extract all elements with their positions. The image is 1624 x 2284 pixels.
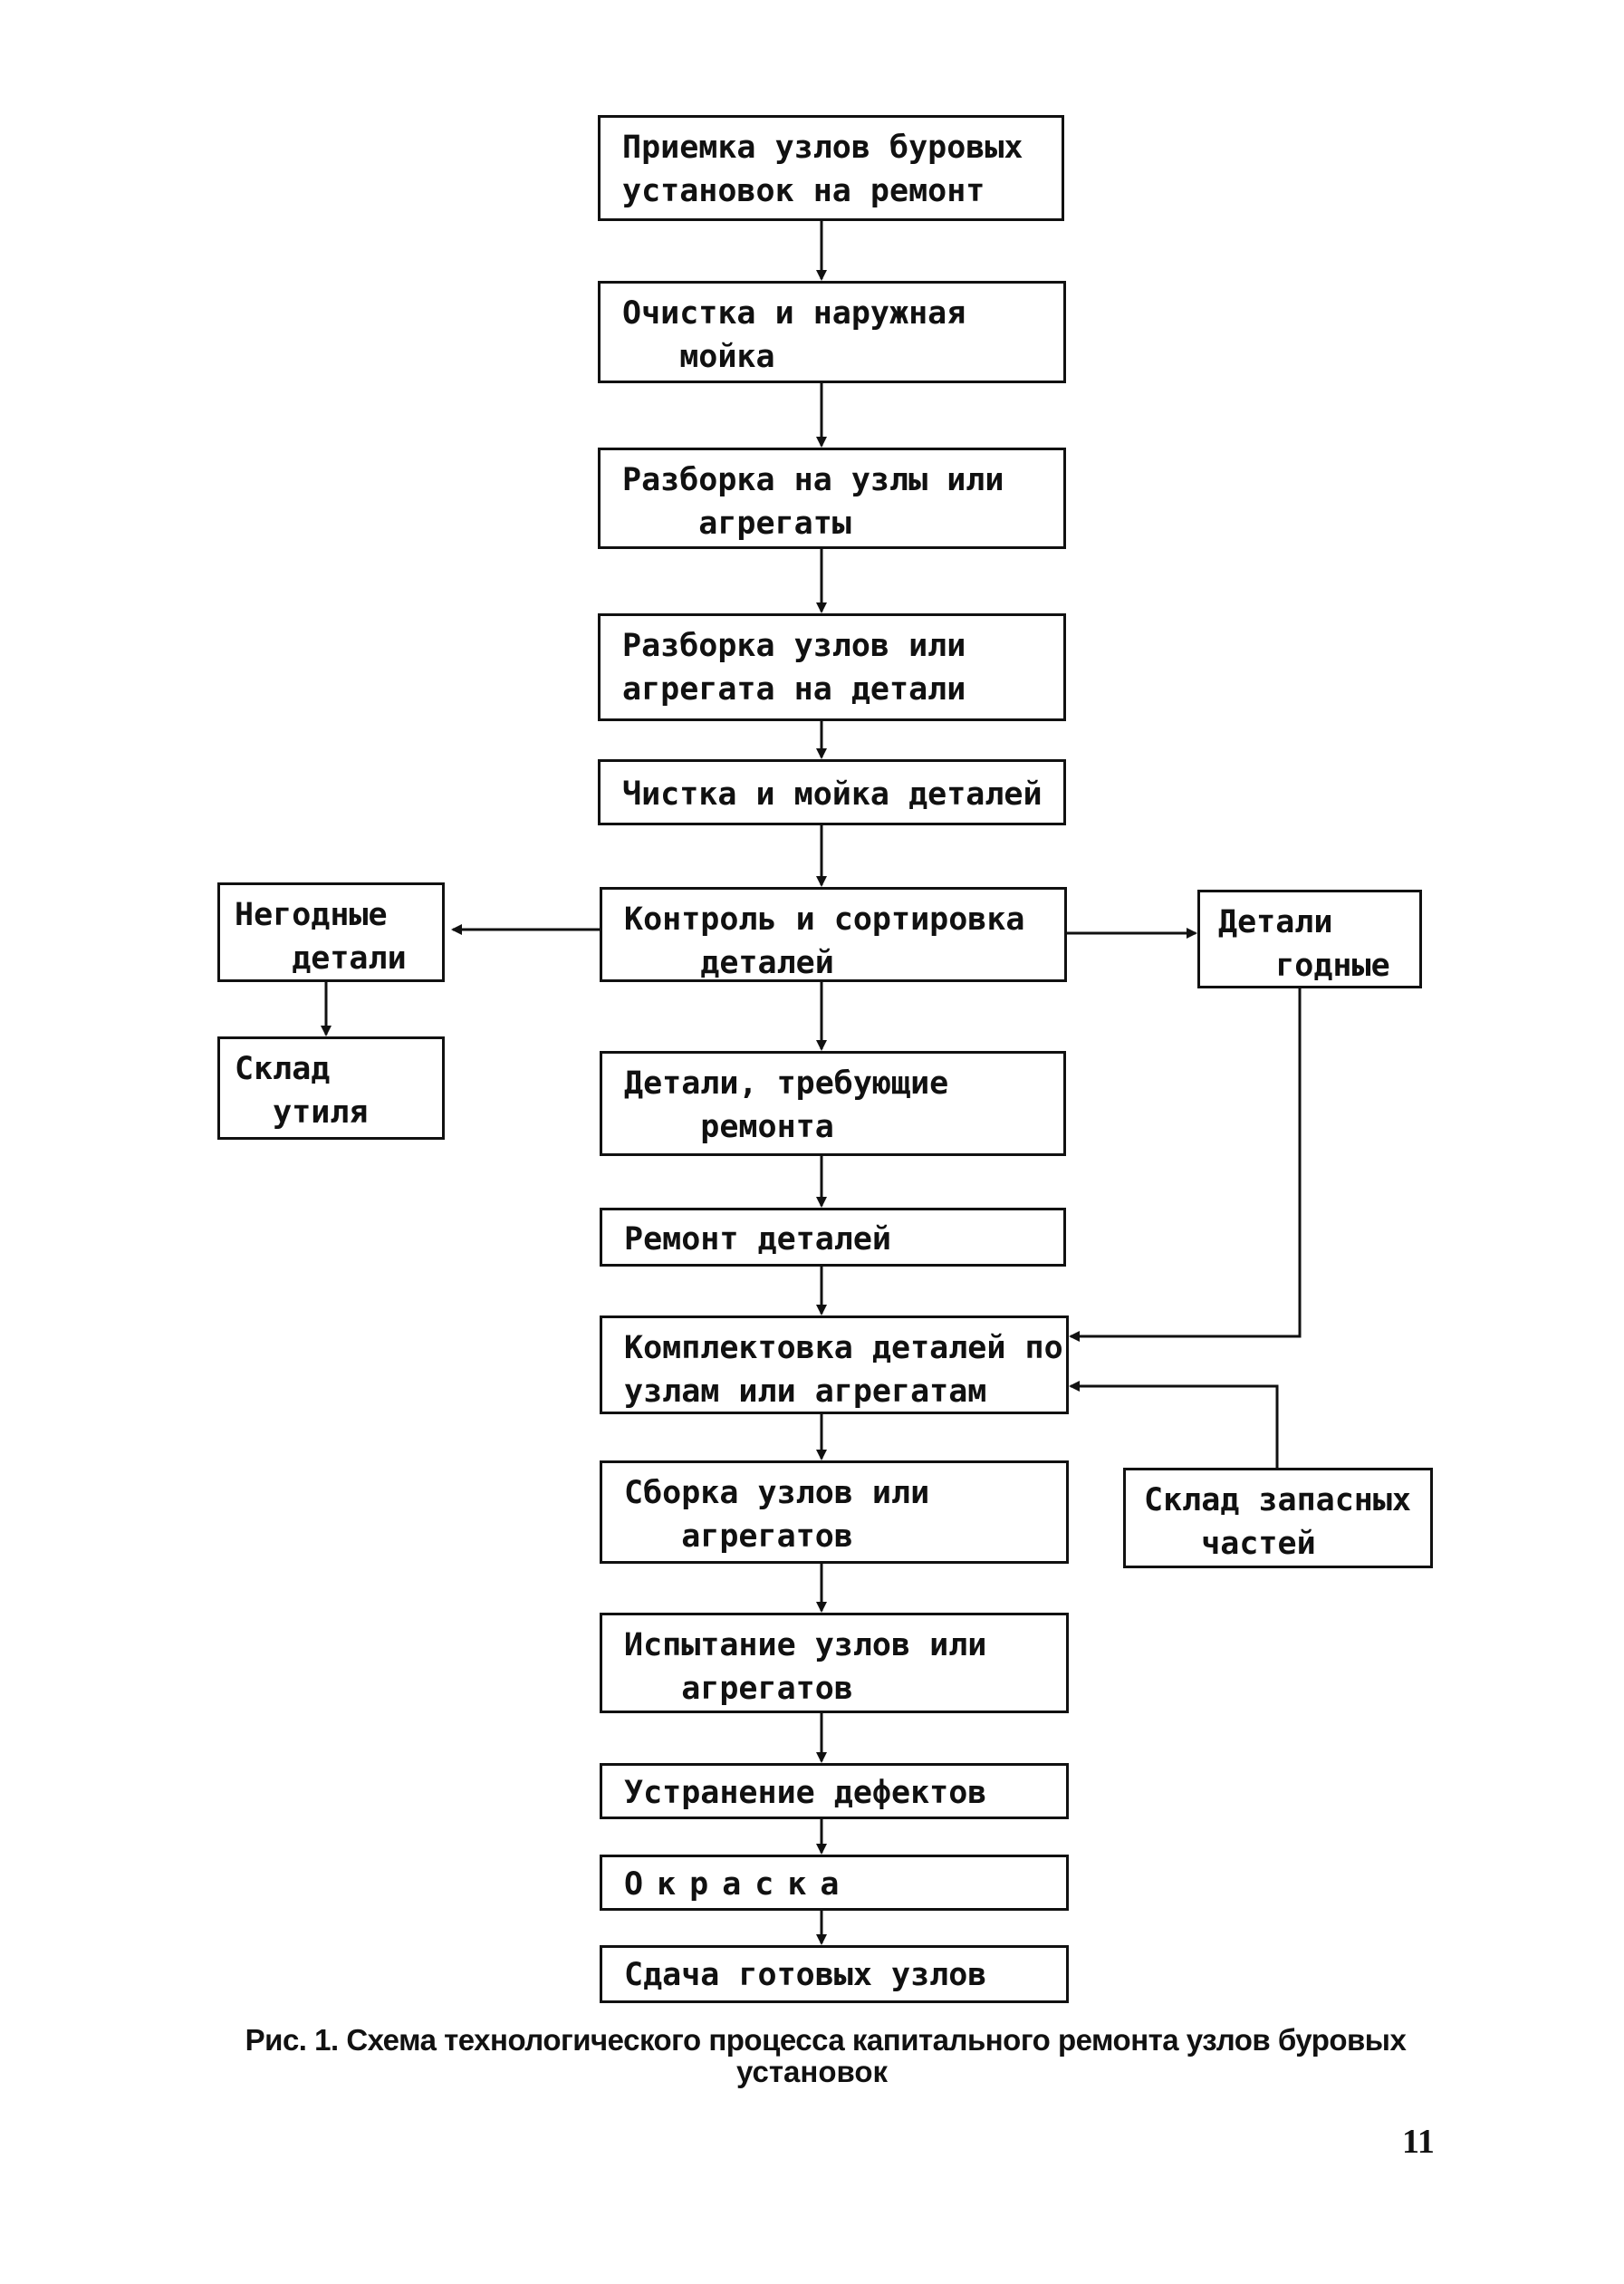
node-spare-parts-store-line-2: частей	[1144, 1526, 1316, 1562]
node-inspection: Контроль и сортировка деталей	[600, 887, 1067, 982]
node-parts-need-repair-line-1: Детали, требующие	[624, 1065, 949, 1102]
node-inspection-line-2: деталей	[624, 945, 834, 981]
node-parts-repair-label: Ремонт деталей	[624, 1221, 892, 1258]
node-disassembly-units-line-2: агрегаты	[622, 506, 851, 542]
node-spare-parts-store: Склад запасных частей	[1123, 1468, 1433, 1568]
node-good-parts: Детали годные	[1197, 890, 1422, 988]
node-acceptance-line-2: установок на ремонт	[622, 173, 985, 209]
node-rejected-parts-line-2: детали	[235, 940, 407, 977]
node-parts-need-repair: Детали, требующие ремонта	[600, 1051, 1066, 1156]
node-parts-need-repair-line-2: ремонта	[624, 1109, 834, 1145]
node-disassembly-units: Разборка на узлы или агрегаты	[598, 448, 1066, 549]
figure-caption-line-1: Рис. 1. Схема технологического процесса …	[245, 2023, 1407, 2057]
node-parts-washing: Чистка и мойка деталей	[598, 759, 1066, 825]
node-defect-fixing: Устранение дефектов	[600, 1763, 1069, 1819]
node-cleaning-wash: Очистка и наружная мойка	[598, 281, 1066, 383]
node-testing: Испытание узлов или агрегатов	[600, 1613, 1069, 1713]
node-scrap-store-line-1: Склад	[235, 1051, 331, 1087]
page-number: 11	[1402, 2123, 1435, 2161]
arrow-good-to-kitting	[1069, 988, 1302, 1342]
node-testing-line-1: Испытание узлов или	[624, 1627, 987, 1663]
node-assembly-line-2: агрегатов	[624, 1518, 853, 1555]
node-rejected-parts: Негодные детали	[217, 882, 445, 982]
node-disassembly-units-line-1: Разборка на узлы или	[622, 462, 1004, 498]
node-cleaning-wash-line-1: Очистка и наружная	[622, 295, 966, 332]
node-painting: Окраска	[600, 1855, 1069, 1911]
node-acceptance-line-1: Приемка узлов буровых	[622, 130, 1023, 166]
node-testing-line-2: агрегатов	[624, 1671, 853, 1707]
node-acceptance: Приемка узлов буровых установок на ремон…	[598, 115, 1064, 221]
node-scrap-store-line-2: утиля	[235, 1094, 369, 1131]
node-kitting: Комплектовка деталей по узлам или агрега…	[600, 1315, 1069, 1414]
node-disassembly-parts: Разборка узлов или агрегата на детали	[598, 613, 1066, 721]
node-rejected-parts-line-1: Негодные	[235, 897, 388, 933]
node-disassembly-parts-line-2: агрегата на детали	[622, 671, 966, 708]
node-good-parts-line-1: Детали	[1218, 904, 1333, 940]
node-parts-repair: Ремонт деталей	[600, 1208, 1066, 1267]
node-kitting-line-1: Комплектовка деталей по	[624, 1330, 1063, 1366]
node-scrap-store: Склад утиля	[217, 1036, 445, 1140]
node-defect-fixing-label: Устранение дефектов	[624, 1775, 987, 1811]
node-spare-parts-store-line-1: Склад запасных	[1144, 1482, 1412, 1518]
node-handover-label: Сдача готовых узлов	[624, 1957, 987, 1993]
node-good-parts-line-2: годные	[1218, 948, 1390, 984]
node-assembly-line-1: Сборка узлов или	[624, 1475, 930, 1511]
arrow-spares-to-kitting	[1069, 1381, 1279, 1468]
node-assembly: Сборка узлов или агрегатов	[600, 1460, 1069, 1564]
node-cleaning-wash-line-2: мойка	[622, 339, 775, 375]
node-kitting-line-2: узлам или агрегатам	[624, 1373, 987, 1410]
figure-caption-line-2: установок	[735, 2055, 888, 2088]
node-disassembly-parts-line-1: Разборка узлов или	[622, 628, 966, 664]
node-parts-washing-label: Чистка и мойка деталей	[622, 776, 1043, 813]
node-handover: Сдача готовых узлов	[600, 1945, 1069, 2003]
node-inspection-line-1: Контроль и сортировка	[624, 901, 1025, 938]
node-painting-label: Окраска	[624, 1866, 853, 1903]
